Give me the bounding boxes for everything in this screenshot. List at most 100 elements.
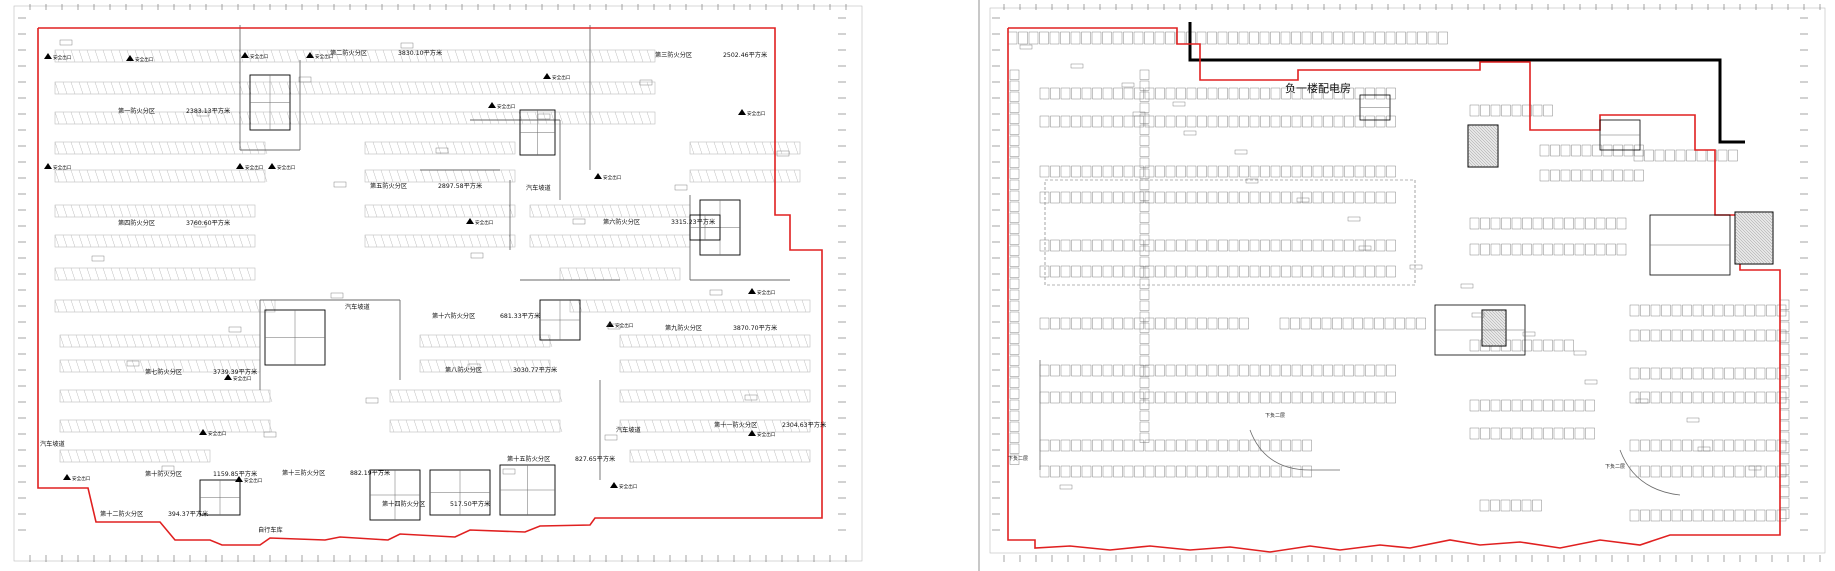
parking-stall	[1281, 165, 1291, 178]
parking-stall	[553, 204, 559, 218]
parking-stall	[364, 169, 370, 183]
parking-stall	[1123, 191, 1134, 204]
parking-stall	[1724, 329, 1734, 342]
parking-stall	[1553, 427, 1564, 440]
parking-stall	[62, 267, 68, 281]
hatch-line	[1493, 309, 1507, 323]
parking-stall	[1365, 165, 1375, 178]
parking-stall	[484, 234, 490, 248]
parking-stall	[699, 334, 705, 348]
equipment-tag	[400, 42, 414, 49]
parking-stall	[1734, 439, 1745, 452]
parking-stall	[729, 299, 735, 313]
parking-stall	[1602, 144, 1613, 157]
ramp-curve	[1249, 429, 1340, 471]
parking-stall	[671, 267, 677, 281]
hatch-line	[1481, 318, 1507, 344]
parking-stall	[326, 111, 332, 125]
parking-stall	[701, 449, 707, 463]
parking-stall	[1260, 239, 1270, 252]
parking-stall	[1071, 115, 1081, 128]
parking-stall	[1779, 354, 1790, 365]
equipment-tag	[776, 150, 790, 157]
parking-stall	[709, 449, 715, 463]
parking-stall	[673, 204, 679, 218]
parking-stall	[1139, 333, 1150, 344]
stall-row	[1629, 329, 1787, 342]
parking-stall	[646, 111, 652, 125]
parking-stall	[1745, 367, 1755, 380]
parking-stall	[444, 234, 450, 248]
parking-stall	[350, 81, 356, 95]
parking-stall	[195, 334, 201, 348]
parking-stall	[1081, 31, 1091, 45]
parking-stall	[534, 49, 540, 63]
parking-stall	[575, 267, 581, 281]
parking-stall	[1696, 149, 1707, 162]
parking-stall	[485, 419, 491, 433]
parking-stall	[67, 419, 73, 433]
parking-stall	[765, 449, 771, 463]
parking-stall	[655, 267, 661, 281]
parking-stall	[230, 267, 236, 281]
parking-stall	[155, 334, 161, 348]
parking-stall	[179, 359, 185, 373]
parking-stall	[1176, 364, 1186, 377]
parking-stall	[630, 81, 636, 95]
parking-stall	[1375, 265, 1386, 278]
hatch-line	[1473, 124, 1499, 150]
parking-stall	[1755, 465, 1766, 478]
parking-stall	[1009, 289, 1020, 300]
parking-stall	[1344, 87, 1354, 100]
parking-stall	[414, 49, 420, 63]
parking-stall	[187, 359, 193, 373]
parking-stall	[614, 111, 620, 125]
parking-stall	[366, 111, 372, 125]
parking-stall	[390, 111, 396, 125]
parking-stall	[1139, 300, 1150, 311]
parking-stall	[569, 204, 575, 218]
parking-stall	[1092, 191, 1102, 204]
parking-stall	[1239, 391, 1249, 404]
parking-stall	[699, 359, 705, 373]
parking-stall	[405, 419, 411, 433]
parking-stall	[396, 204, 402, 218]
parking-stall	[150, 204, 156, 218]
parking-stall	[601, 299, 607, 313]
parking-stall	[1123, 239, 1134, 252]
parking-stall	[227, 419, 233, 433]
zone-name: 第二防火分区	[330, 49, 367, 57]
zone-area: 2897.58平方米	[438, 182, 482, 190]
parking-stall	[1249, 391, 1260, 404]
parking-stall	[1650, 391, 1661, 404]
parking-stall	[590, 81, 596, 95]
parking-stall	[1155, 239, 1165, 252]
parking-stall	[675, 334, 681, 348]
parking-stall	[1640, 465, 1650, 478]
parking-stall	[59, 334, 65, 348]
parking-stall	[446, 111, 452, 125]
parking-stall	[1155, 465, 1165, 478]
parking-stall	[230, 81, 236, 95]
zone-name: 第一防火分区	[118, 107, 155, 115]
parking-stall	[1682, 509, 1692, 522]
exit-label: 安全出口	[277, 164, 296, 171]
parking-stall	[1522, 217, 1532, 230]
parking-stall	[126, 234, 132, 248]
parking-stall	[737, 169, 743, 183]
parking-stall	[1009, 190, 1020, 201]
parking-stall	[1144, 465, 1155, 478]
zone-name: 第十一防火分区	[714, 421, 757, 429]
parking-stall	[737, 299, 743, 313]
parking-stall	[1228, 265, 1239, 278]
parking-stall	[1102, 31, 1112, 45]
parking-stall	[508, 141, 514, 155]
parking-stall	[787, 389, 793, 403]
parking-stall	[107, 449, 113, 463]
parking-stall	[665, 234, 671, 248]
parking-stall	[142, 169, 148, 183]
parking-stall	[446, 49, 452, 63]
parking-stall	[1139, 410, 1150, 421]
parking-stall	[142, 234, 148, 248]
parking-stall	[561, 234, 567, 248]
